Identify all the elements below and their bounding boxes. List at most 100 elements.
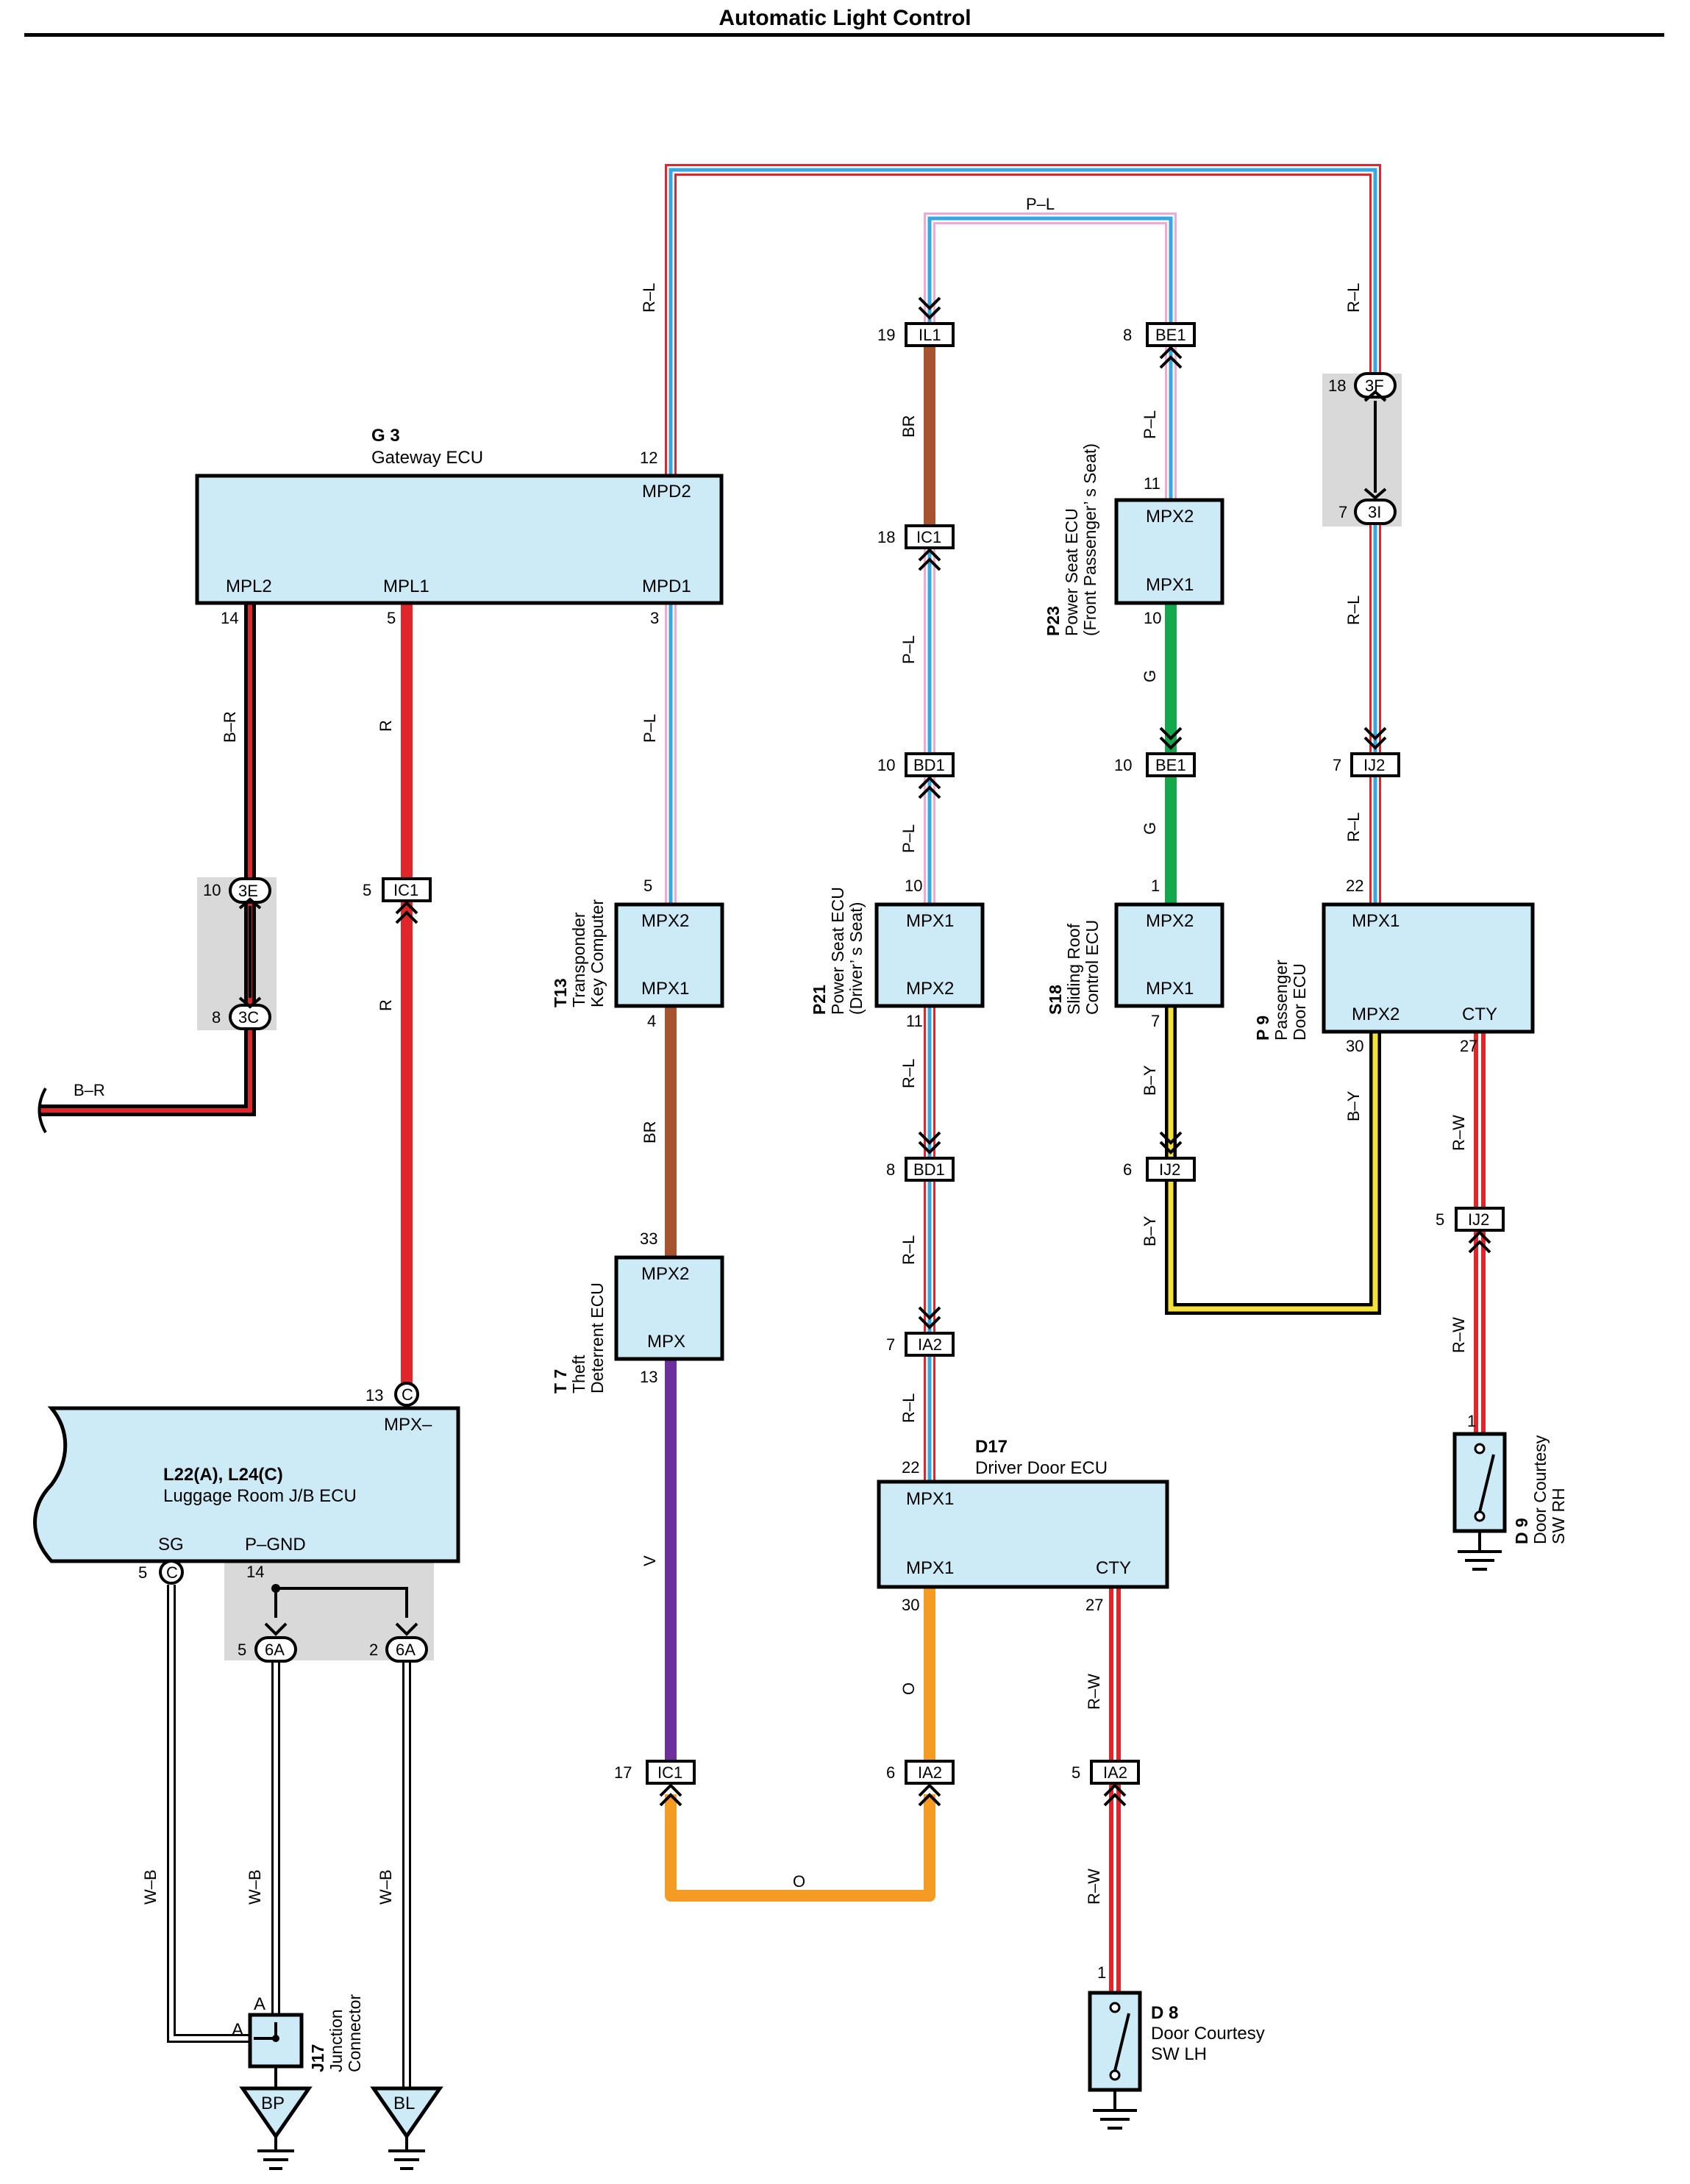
gateway-ecu-name: Gateway ECU bbox=[371, 448, 483, 468]
svg-text:5: 5 bbox=[238, 1641, 246, 1659]
svg-text:33: 33 bbox=[640, 1230, 657, 1248]
junction-shade-3e-3c bbox=[197, 877, 277, 1030]
junction-connector-j17: A A J17 Junction Connector bbox=[232, 1994, 364, 2072]
svg-text:R–W: R–W bbox=[1085, 1869, 1103, 1905]
svg-text:6: 6 bbox=[886, 1763, 895, 1782]
svg-text:BD1: BD1 bbox=[913, 756, 945, 774]
svg-text:3I: 3I bbox=[1368, 503, 1381, 521]
svg-text:6: 6 bbox=[1123, 1160, 1132, 1179]
svg-text:B–R: B–R bbox=[74, 1081, 105, 1099]
p9-name2: Door ECU bbox=[1290, 963, 1309, 1041]
svg-text:4: 4 bbox=[647, 1012, 656, 1030]
l22-id: L22(A), L24(C) bbox=[163, 1465, 283, 1485]
svg-text:10: 10 bbox=[1114, 756, 1132, 774]
d8-name1: Door Courtesy bbox=[1151, 2024, 1265, 2044]
svg-text:IJ2: IJ2 bbox=[1468, 1210, 1489, 1229]
svg-text:IA2: IA2 bbox=[918, 1335, 942, 1354]
svg-text:G: G bbox=[1141, 670, 1159, 682]
pin-numbers: 12 14 5 3 19 18 10 10 11 8 7 22 8 11 10 … bbox=[138, 326, 1477, 1982]
j17-id: J17 bbox=[308, 2044, 327, 2072]
svg-text:5: 5 bbox=[643, 877, 652, 895]
p23-name2: (Front Passenger’ s Seat) bbox=[1080, 443, 1099, 636]
p23-name1: Power Seat ECU bbox=[1062, 508, 1081, 636]
port-mpx1: MPX1 bbox=[641, 979, 689, 999]
d17-name: Driver Door ECU bbox=[975, 1458, 1108, 1478]
svg-text:W–B: W–B bbox=[246, 1869, 264, 1905]
svg-text:IC1: IC1 bbox=[916, 528, 941, 546]
d9-name1: Door Courtesy bbox=[1530, 1435, 1550, 1544]
svg-text:10: 10 bbox=[877, 756, 895, 774]
svg-text:R–L: R–L bbox=[899, 1059, 918, 1088]
wire-end-arc bbox=[38, 1088, 47, 1133]
svg-text:10: 10 bbox=[905, 877, 922, 895]
port-mpx1: MPX1 bbox=[906, 911, 954, 931]
svg-text:B–R: B–R bbox=[221, 711, 239, 743]
svg-text:BE1: BE1 bbox=[1155, 326, 1186, 344]
connector-chevrons bbox=[238, 296, 1491, 1807]
svg-text:7: 7 bbox=[1338, 503, 1347, 521]
svg-text:14: 14 bbox=[246, 1563, 264, 1581]
p21-name1: Power Seat ECU bbox=[828, 887, 847, 1015]
svg-text:R–L: R–L bbox=[1344, 813, 1363, 842]
svg-text:22: 22 bbox=[1346, 877, 1363, 895]
svg-text:13: 13 bbox=[640, 1368, 657, 1386]
wire-r-l-top-loop bbox=[665, 164, 1381, 476]
port-mpx-minus: MPX– bbox=[384, 1415, 432, 1435]
svg-text:B–Y: B–Y bbox=[1141, 1065, 1159, 1096]
svg-text:5: 5 bbox=[1436, 1210, 1444, 1229]
page-title: Automatic Light Control bbox=[719, 6, 971, 30]
svg-text:C: C bbox=[402, 1385, 413, 1404]
transponder-key-computer: MPX2 MPX1 T13 Transponder Key Computer bbox=[551, 899, 724, 1008]
svg-text:P–L: P–L bbox=[641, 714, 659, 743]
p21-name2: (Driver’ s Seat) bbox=[846, 902, 866, 1015]
svg-text:R–L: R–L bbox=[899, 1235, 918, 1265]
port-mpx1: MPX1 bbox=[1146, 979, 1194, 999]
svg-text:O: O bbox=[793, 1872, 805, 1891]
svg-text:3: 3 bbox=[650, 609, 659, 627]
port-mpx2: MPX2 bbox=[1146, 507, 1194, 527]
t13-id: T13 bbox=[551, 978, 570, 1007]
svg-text:17: 17 bbox=[614, 1763, 632, 1782]
power-seat-ecu-driver: MPX1 MPX2 P21 Power Seat ECU (Driver’ s … bbox=[810, 887, 985, 1015]
j17-name1: Junction bbox=[327, 2009, 346, 2072]
wire-p-l-top-loop bbox=[924, 213, 1177, 327]
svg-text:5: 5 bbox=[1072, 1763, 1080, 1782]
svg-text:8: 8 bbox=[1123, 326, 1132, 344]
svg-text:B–Y: B–Y bbox=[1344, 1091, 1363, 1121]
door-courtesy-switch-lh: D 8 Door Courtesy SW LH bbox=[1088, 1991, 1265, 2130]
luggage-room-jb-ecu: L22(A), L24(C) Luggage Room J/B ECU MPX–… bbox=[33, 1406, 460, 1563]
p9-name1: Passenger bbox=[1272, 960, 1291, 1041]
svg-text:10: 10 bbox=[1144, 609, 1161, 627]
port-cty: CTY bbox=[1462, 1004, 1497, 1024]
d9-name2: SW RH bbox=[1549, 1488, 1568, 1544]
svg-text:BR: BR bbox=[641, 1121, 659, 1143]
wire-b-y-loop bbox=[1165, 1006, 1381, 1315]
svg-text:IA2: IA2 bbox=[1103, 1763, 1127, 1782]
svg-text:IJ2: IJ2 bbox=[1363, 756, 1385, 774]
d8-name2: SW LH bbox=[1151, 2044, 1207, 2064]
svg-text:G: G bbox=[1141, 822, 1159, 835]
svg-text:IJ2: IJ2 bbox=[1159, 1160, 1180, 1179]
port-mpd2: MPD2 bbox=[642, 482, 691, 502]
svg-text:30: 30 bbox=[902, 1596, 919, 1614]
port-mpx2: MPX2 bbox=[641, 911, 689, 931]
port-mpx1: MPX1 bbox=[1146, 575, 1194, 595]
svg-text:O: O bbox=[899, 1682, 918, 1695]
svg-text:P–L: P–L bbox=[1141, 410, 1159, 439]
j17-pin-a-top: A bbox=[254, 1994, 265, 2014]
svg-text:BE1: BE1 bbox=[1155, 756, 1186, 774]
svg-text:18: 18 bbox=[877, 528, 895, 546]
svg-text:7: 7 bbox=[1333, 756, 1341, 774]
svg-text:22: 22 bbox=[902, 1458, 919, 1477]
svg-text:IC1: IC1 bbox=[657, 1763, 682, 1782]
port-mpx2: MPX2 bbox=[641, 1264, 689, 1284]
svg-text:R–W: R–W bbox=[1450, 1317, 1468, 1353]
d17-id: D17 bbox=[975, 1437, 1008, 1457]
svg-text:IA2: IA2 bbox=[918, 1763, 942, 1782]
splice-dot bbox=[271, 1584, 280, 1593]
svg-text:R–L: R–L bbox=[1344, 596, 1363, 625]
svg-text:8: 8 bbox=[886, 1160, 895, 1179]
wire-o-loop bbox=[665, 1794, 935, 1902]
svg-text:W–B: W–B bbox=[141, 1869, 160, 1905]
